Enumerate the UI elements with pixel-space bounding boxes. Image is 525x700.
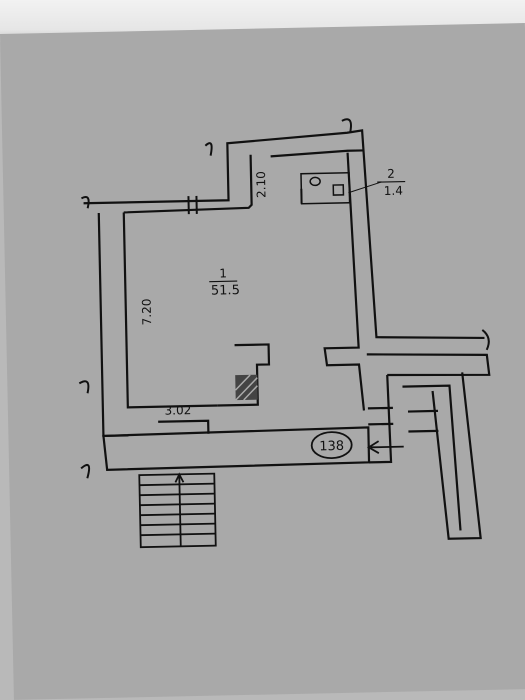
- room2-area: 1.4: [384, 184, 403, 198]
- right-corridor: [369, 374, 393, 464]
- staircase-icon: [138, 472, 217, 549]
- inner-wall-bath: [270, 149, 363, 158]
- right-column-inner: [402, 384, 462, 531]
- right-steps: [367, 406, 439, 433]
- inner-wall-right: [323, 152, 366, 411]
- room2-number: 2: [387, 167, 395, 181]
- unit-tag: 138: [319, 439, 344, 455]
- floor-plan: 1 51.5 2 1.4 7.20 3.02 2.10 138: [78, 118, 491, 549]
- inner-wall-top: [123, 154, 253, 214]
- room1-area: 51.5: [211, 283, 240, 299]
- right-column-outer: [431, 372, 482, 540]
- hatched-block: [234, 374, 258, 401]
- sink-icon: [332, 184, 345, 196]
- room1-number: 1: [219, 266, 227, 280]
- room-width-dimension: 3.02: [164, 403, 191, 418]
- right-annex: [366, 353, 491, 377]
- outer-wall: [83, 129, 485, 340]
- corridor-width-dimension: 2.10: [254, 171, 269, 198]
- unit-tag-outline: [310, 431, 353, 460]
- front-inner: [158, 419, 210, 434]
- toilet-icon: [300, 171, 351, 205]
- inner-wall-left: [122, 212, 218, 409]
- floor-plan-sheet: 1 51.5 2 1.4 7.20 3.02 2.10 138: [0, 23, 525, 700]
- room-height-dimension: 7.20: [140, 298, 155, 325]
- entrance-arrow-icon: [366, 440, 404, 454]
- partition: [217, 343, 271, 407]
